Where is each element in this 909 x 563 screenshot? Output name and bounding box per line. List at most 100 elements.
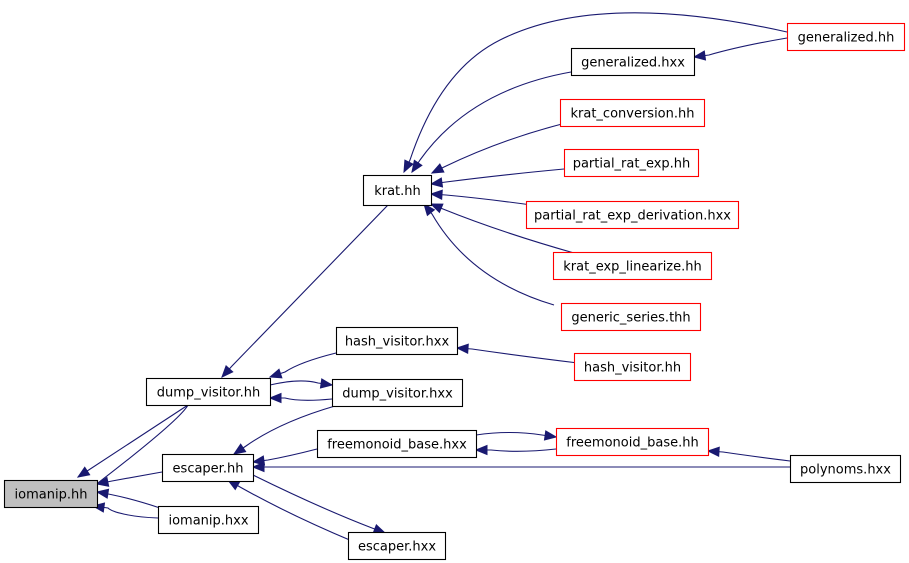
edge-arrowhead — [95, 476, 110, 487]
node-box — [335, 326, 459, 356]
edge-dump_visitor_hxx-to-dump_visitor_hh — [268, 392, 333, 404]
node-freemonoid-base-hh[interactable]: freemonoid_base.hh — [555, 427, 710, 457]
node-label: escaper.hxx — [358, 540, 436, 555]
node-box — [563, 148, 700, 178]
edge-arrowhead — [429, 203, 444, 214]
node-label: generalized.hxx — [581, 56, 685, 71]
node-label: partial_rat_exp.hh — [573, 157, 691, 172]
node-escaper-hxx[interactable]: escaper.hxx — [347, 531, 447, 561]
edge-arrowhead — [474, 444, 488, 456]
node-box — [559, 98, 706, 128]
node-box — [3, 479, 99, 509]
node-polynoms-hxx[interactable]: polynoms.hxx — [789, 454, 902, 484]
edge-arrowhead — [692, 50, 707, 61]
edge-line — [707, 450, 791, 462]
edge-line — [252, 474, 386, 534]
edge-escaper_hh-to-dump_visitor_hxx — [232, 405, 336, 455]
edge-arrowhead — [251, 461, 265, 473]
nodes-layer: iomanip.hh dump_visitor.hh escaper.hh ioman… — [3, 22, 906, 561]
node-generic-series-thh[interactable]: generic_series.thh — [560, 302, 702, 332]
node-label: hash_visitor.hxx — [345, 335, 450, 350]
edge-iomanip_hh-to-dump_visitor_hh — [76, 404, 189, 487]
node-box — [786, 22, 906, 52]
edge-iomanip_hxx-to-iomanip_hh — [91, 502, 159, 519]
node-label: krat_conversion.hh — [570, 107, 694, 122]
node-box — [573, 352, 692, 382]
edge-escaper_hh-to-freemonoid_base_hxx — [251, 448, 318, 466]
edge-dump_visitor_hh-to-krat_hh — [221, 204, 389, 378]
edge-freemonoid_base_hh-to-freemonoid_base_hxx — [474, 444, 557, 456]
node-box — [362, 174, 433, 207]
edge-arrowhead — [429, 177, 444, 188]
node-label: partial_rat_exp_derivation.hxx — [534, 209, 731, 224]
edge-line — [233, 405, 336, 455]
node-label: krat_exp_linearize.hh — [563, 260, 701, 275]
edge-arrowhead — [429, 189, 443, 200]
edge-freemonoid_base_hh-to-polynoms_hxx — [706, 446, 791, 462]
node-dump-visitor-hh[interactable]: dump_visitor.hh — [145, 377, 272, 407]
edge-arrowhead — [268, 368, 283, 379]
node-label: hash_visitor.hh — [584, 361, 681, 376]
node-box — [552, 251, 713, 281]
edge-line — [270, 397, 333, 401]
node-label: dump_visitor.hxx — [342, 387, 453, 402]
edge-hash_visitor_hxx-to-hash_visitor_hh — [455, 343, 579, 364]
node-dump-visitor-hxx[interactable]: dump_visitor.hxx — [331, 378, 464, 408]
node-partial-rat-exp-hh[interactable]: partial_rat_exp.hh — [563, 148, 700, 178]
node-label: polynoms.hxx — [800, 463, 891, 478]
node-krat-hh[interactable]: krat.hh — [362, 174, 433, 207]
node-box — [161, 453, 255, 483]
node-krat-exp-linearize-hh[interactable]: krat_exp_linearize.hh — [552, 251, 713, 281]
edge-arrowhead — [706, 446, 720, 457]
node-box — [145, 377, 272, 407]
node-box — [560, 302, 702, 332]
edge-arrowhead — [319, 378, 334, 389]
node-iomanip-hxx[interactable]: iomanip.hxx — [157, 505, 260, 535]
edge-line — [227, 479, 353, 542]
edge-line — [269, 352, 337, 378]
node-box — [570, 47, 696, 77]
node-generalized-hh[interactable]: generalized.hh — [786, 22, 906, 52]
edge-dump_visitor_hh-to-hash_visitor_hxx — [268, 352, 337, 379]
node-freemonoid-base-hxx[interactable]: freemonoid_base.hxx — [316, 429, 478, 459]
node-box — [789, 454, 902, 484]
edge-krat_hh-to-generic_series_thh — [423, 202, 555, 306]
edge-generalized_hxx-to-generalized_hh — [692, 37, 788, 61]
node-box — [555, 427, 710, 457]
edge-krat_hh-to-krat_exp_linearize_hh — [429, 203, 575, 254]
node-label: generic_series.thh — [571, 311, 690, 326]
edges-layer — [76, 12, 791, 542]
node-box — [331, 378, 464, 408]
edge-line — [411, 71, 572, 173]
edge-line — [92, 505, 159, 519]
node-generalized-hxx[interactable]: generalized.hxx — [570, 47, 696, 77]
edge-line — [430, 203, 575, 254]
node-label: iomanip.hh — [15, 488, 88, 503]
node-box — [157, 505, 260, 535]
node-krat-conversion-hh[interactable]: krat_conversion.hh — [559, 98, 706, 128]
edge-arrowhead — [430, 163, 445, 174]
edge-freemonoid_base_hxx-to-freemonoid_base_hh — [475, 430, 558, 441]
edge-line — [431, 123, 563, 174]
edge-line — [252, 448, 318, 463]
edge-arrowhead — [251, 455, 266, 466]
node-escaper-hh[interactable]: escaper.hh — [161, 453, 255, 483]
edge-escaper_hh-to-polynoms_hxx — [251, 461, 790, 473]
node-hash-visitor-hh[interactable]: hash_visitor.hh — [573, 352, 692, 382]
edge-arrowhead — [232, 443, 247, 455]
node-hash-visitor-hxx[interactable]: hash_visitor.hxx — [335, 326, 459, 356]
edge-krat_hh-to-krat_conversion_hh — [430, 123, 563, 174]
edge-line — [456, 347, 579, 364]
node-label: generalized.hh — [798, 31, 895, 46]
node-label: freemonoid_base.hxx — [327, 438, 467, 453]
edge-krat_hh-to-partial_rat_exp_hh — [429, 168, 565, 188]
edge-arrowhead — [91, 502, 106, 513]
edge-line — [403, 12, 788, 173]
edge-arrowhead — [543, 430, 558, 441]
edge-krat_hh-to-generalized_hh — [403, 12, 788, 174]
node-partial-rat-exp-derivation-hxx[interactable]: partial_rat_exp_derivation.hxx — [525, 200, 740, 230]
edge-krat_hh-to-generalized_hxx — [411, 71, 572, 174]
node-box — [347, 531, 447, 561]
node-label: freemonoid_base.hh — [566, 436, 698, 451]
